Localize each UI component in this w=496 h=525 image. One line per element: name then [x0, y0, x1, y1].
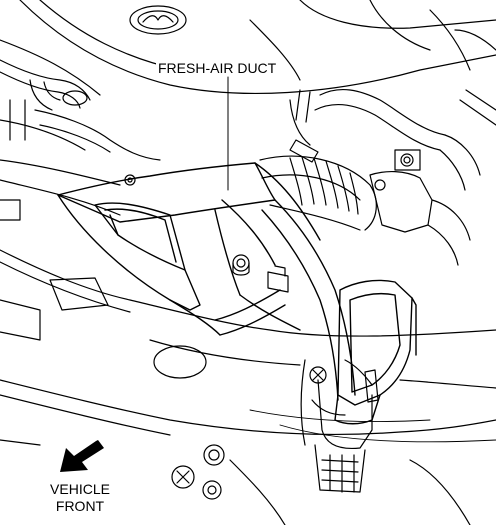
vehicle-front-label-line2: FRONT	[40, 498, 120, 515]
engine-cover	[0, 0, 496, 186]
front-direction-arrow-icon	[60, 440, 104, 472]
throttle-body	[369, 149, 471, 266]
hood-edge-lines	[0, 409, 496, 446]
vehicle-front-label: VEHICLE FRONT	[40, 481, 120, 515]
duct-outlet-box	[334, 279, 417, 425]
intake-hose-right	[289, 89, 496, 191]
coolant-hoses	[0, 59, 161, 161]
lower-duct-bracket	[300, 359, 379, 493]
mazda-emblem-icon	[129, 5, 187, 35]
fresh-air-duct	[57, 162, 356, 401]
lower-bolts	[171, 366, 327, 500]
fresh-air-duct-label: FRESH-AIR DUCT	[156, 60, 279, 76]
duct-clip-icon	[267, 265, 289, 293]
cover-bolt-icon	[124, 174, 136, 186]
mounting-bolt-icon	[232, 254, 250, 276]
intake-bellows	[259, 155, 377, 231]
radiator-support	[0, 179, 496, 525]
vehicle-front-label-line1: VEHICLE	[40, 481, 120, 498]
